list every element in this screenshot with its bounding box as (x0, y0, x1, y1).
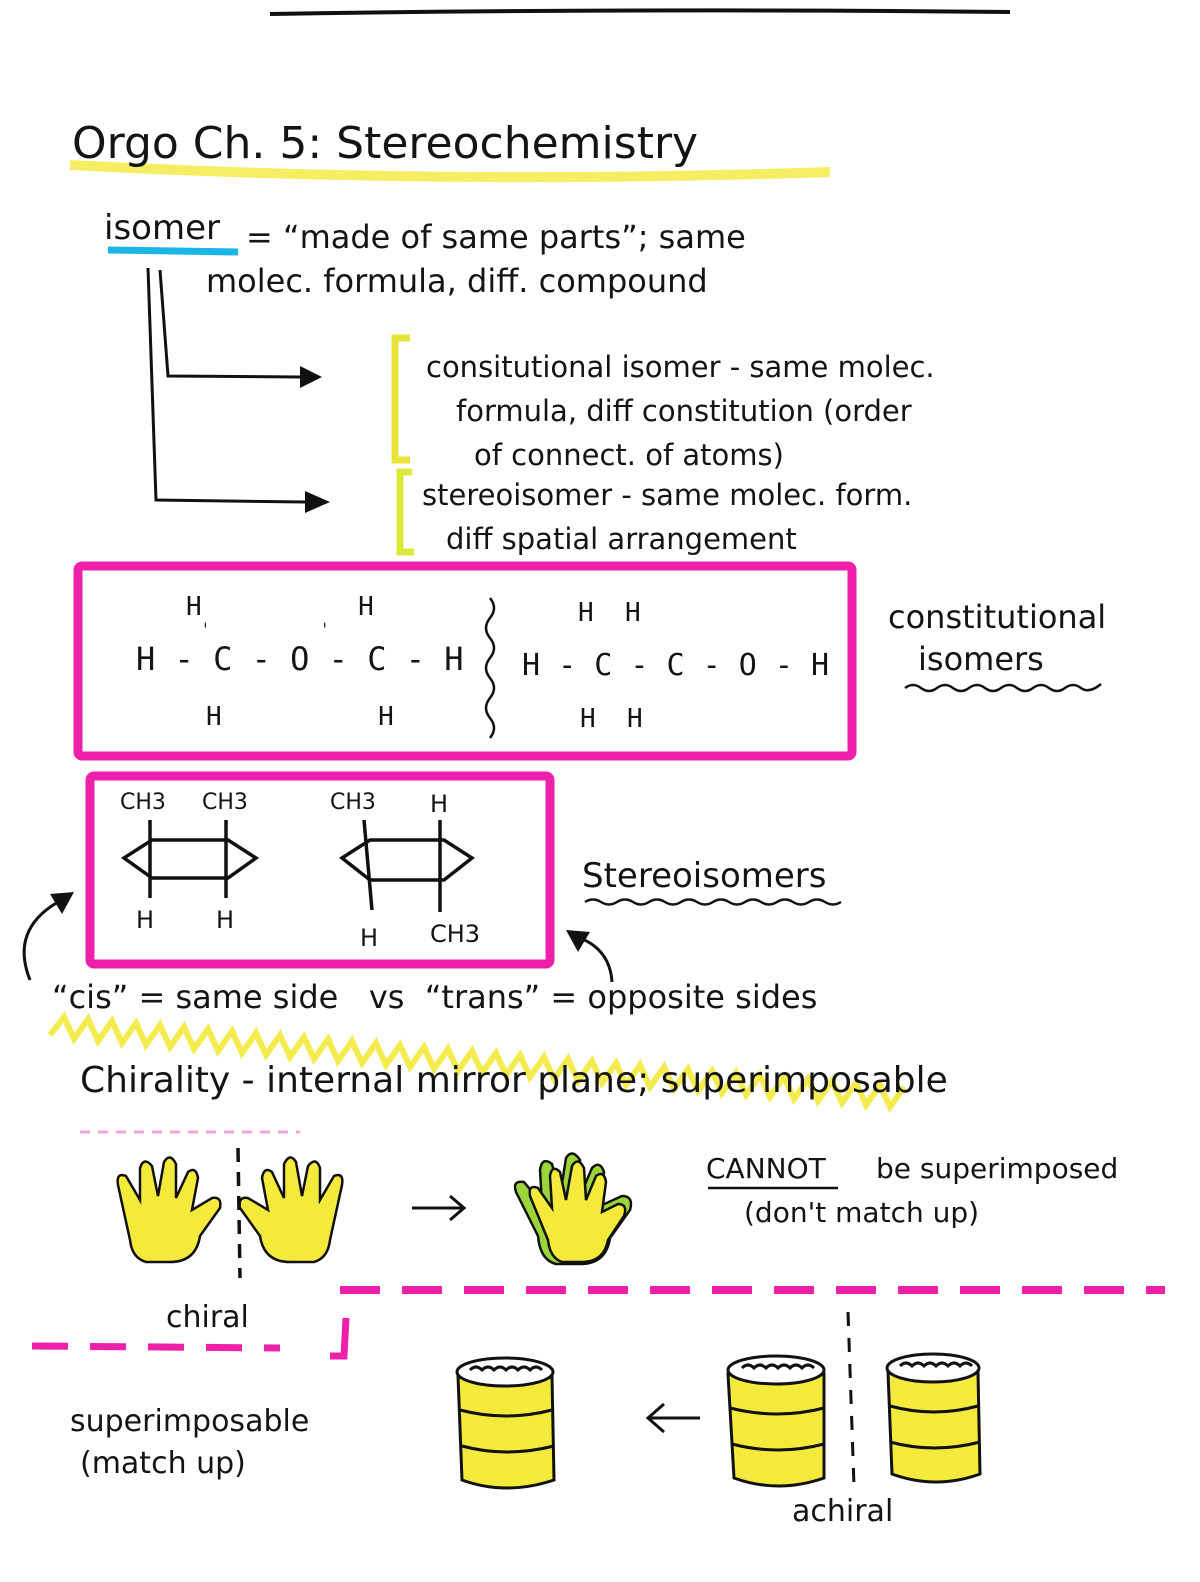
page-title: Orgo Ch. 5: Stereochemistry (72, 118, 699, 169)
stereoisomers-label: Stereoisomers (582, 856, 827, 896)
cannot-word: CANNOT (706, 1152, 826, 1185)
cans-mirror-line (846, 1311, 856, 1487)
branch-arrows (146, 267, 306, 504)
superimposable-line2: (match up) (80, 1446, 246, 1481)
stereo-note-line1: stereoisomer - same molec. form. (422, 478, 913, 512)
cis-bottom-right: H (216, 906, 235, 934)
can-left (455, 1356, 556, 1490)
constitutional-note-line3: of connect. of atoms) (474, 438, 784, 472)
chirality-heading: Chirality - internal mirror plane; super… (80, 1060, 948, 1101)
constitutional-box-frame (73, 561, 857, 761)
yellow-zigzag-band (47, 1011, 907, 1114)
cannot-rest: be superimposed (876, 1152, 1119, 1185)
title-highlight (69, 160, 831, 183)
cannot-line2: (don't match up) (744, 1196, 980, 1229)
top-rule (269, 8, 1011, 16)
trans-top-left: CH3 (330, 790, 376, 815)
cis-arrow-head (50, 892, 74, 914)
molecule2-middle: H - C - C - O - H (522, 648, 830, 683)
molecule1-middle: H - C - O - C - H (136, 640, 464, 678)
constitutional-label-line2: isomers (918, 640, 1044, 678)
constitutional-note-line2: formula, diff constitution (order (456, 394, 912, 428)
cis-top-left: CH3 (120, 790, 166, 815)
arrow-head-1 (300, 366, 322, 388)
constitutional-wavy-underline (904, 683, 1102, 693)
note-bracket-1 (391, 334, 410, 464)
achiral-label: achiral (792, 1494, 894, 1529)
trans-arrow-head (566, 930, 590, 952)
isomer-underline (107, 246, 239, 256)
chiral-label: chiral (166, 1300, 249, 1335)
molecule1-bonds-top: ˈ ˈ (200, 620, 331, 641)
hands-mirror-line (236, 1147, 242, 1279)
molecule2-top: H H (578, 598, 641, 628)
cis-top-right: CH3 (202, 790, 248, 815)
isomer-definition-line1: = “made of same parts”; same (246, 218, 746, 256)
trans-ring-structure (338, 819, 476, 912)
cans-arrow-head (645, 1402, 665, 1434)
superimposable-line1: superimposable (70, 1404, 310, 1439)
isomer-term: isomer (104, 208, 220, 248)
trans-bottom-right: CH3 (430, 920, 481, 948)
squiggle-divider (484, 597, 496, 739)
arrow-head-2 (305, 491, 330, 513)
trans-top-right: H (430, 790, 449, 818)
cis-bottom-left: H (136, 906, 155, 934)
note-bracket-2 (396, 468, 414, 556)
stereo-box-frame (85, 771, 555, 969)
constitutional-note-line1: consitutional isomer - same molec. (426, 350, 935, 384)
trans-curved-arrow (579, 936, 614, 983)
pink-divider-lower (31, 1342, 281, 1352)
stereo-note-line2: diff spatial arrangement (446, 522, 797, 556)
cis-curved-arrow (22, 900, 59, 981)
overlapped-hands (513, 1152, 633, 1266)
cis-ring-structure (120, 820, 260, 898)
molecule2-bottom: H H (580, 704, 643, 734)
hands-arrow-head (449, 1194, 467, 1222)
constitutional-label-line1: constitutional (888, 598, 1107, 636)
isomer-definition-line2: molec. formula, diff. compound (206, 262, 708, 300)
can-middle (726, 1354, 826, 1488)
can-right (885, 1352, 982, 1484)
cis-trans-definition: “cis” = same side vs “trans” = opposite … (52, 978, 818, 1016)
trans-bottom-left: H (360, 924, 379, 952)
pink-divider-corner (330, 1317, 350, 1360)
chiral-hands (116, 1156, 344, 1264)
molecule1-top: H H (186, 592, 374, 622)
molecule1-bottom: H H (206, 702, 394, 732)
stereo-wavy-underline (584, 898, 842, 906)
